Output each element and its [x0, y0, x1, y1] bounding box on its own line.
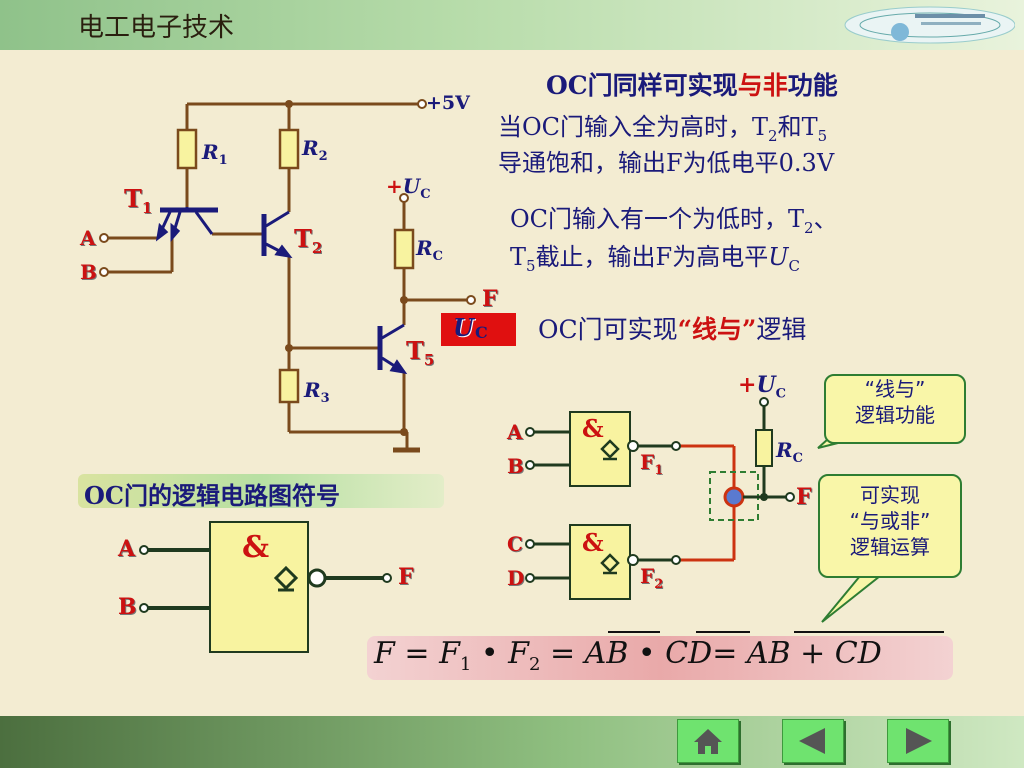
next-button[interactable] [887, 719, 949, 763]
paragraph-one-low-line1: OC门输入有一个为低时，T2、 [510, 205, 838, 237]
wired-label-a: A [507, 420, 523, 444]
wired-and-diagram [525, 397, 795, 600]
wired-label-f1: F1 [640, 450, 664, 478]
logo-icon [844, 6, 1015, 44]
callout-and-or-not: 可实现“与或非”逻辑运算 [818, 474, 962, 578]
label-input-a: A [80, 226, 96, 250]
wired-label-f: F [796, 484, 812, 510]
symbol-input-b: B [118, 594, 137, 620]
gate2-amp: & [582, 528, 604, 557]
home-icon [694, 729, 722, 754]
label-r1: R1 [202, 140, 228, 168]
wired-label-d: D [507, 566, 525, 590]
symbol-input-a: A [118, 536, 136, 562]
transistor-t1 [155, 207, 218, 243]
arrow-right-icon [906, 728, 932, 754]
previous-button[interactable] [782, 719, 844, 763]
heading-nand: OC门同样可实现与非功能 [546, 71, 838, 100]
label-5v: +5V [426, 92, 470, 114]
arrow-left-icon [799, 728, 825, 754]
callout-wired-and: “线与”逻辑功能 [824, 374, 966, 444]
gate1-amp: & [582, 414, 604, 443]
symbol-output-f: F [398, 564, 414, 590]
paragraph-all-high-line1: 当OC门输入全为高时，T2和T5 [498, 113, 828, 145]
transistor-t2 [261, 210, 293, 259]
label-input-b: B [80, 260, 97, 284]
footer-bar [0, 716, 1024, 768]
wired-label-f2: F2 [640, 564, 664, 592]
oc-gate-symbol [139, 521, 392, 653]
resistor-r3 [278, 368, 300, 404]
uc-badge: U C [441, 313, 516, 346]
label-rc: RC [416, 236, 443, 264]
formula-background [367, 636, 953, 680]
label-t2: T2 [294, 224, 323, 257]
resistor-r2 [278, 128, 300, 170]
resistor-rc [393, 228, 415, 270]
paragraph-all-high-line2: 导通饱和，输出F为低电平0.3V [498, 149, 835, 177]
formula: F = F1 • F2 = AB • CD= AB + CD [374, 636, 882, 675]
symbol-title: OC门的逻辑电路图符号 [84, 481, 341, 510]
label-r2: R2 [302, 136, 328, 164]
label-uc: +UC [386, 174, 431, 202]
wired-label-c: C [507, 532, 523, 556]
home-button[interactable] [677, 719, 739, 763]
label-r3: R3 [304, 378, 330, 406]
label-output-f: F [482, 286, 498, 312]
label-t5: T5 [406, 336, 435, 369]
label-t1: T1 [124, 184, 153, 217]
symbol-title-bar: OC门的逻辑电路图符号 [78, 474, 444, 510]
transistor-t5 [377, 323, 408, 375]
heading-wired-and: OC门可实现“线与”逻辑 [538, 315, 807, 344]
resistor-r1 [176, 128, 198, 170]
wired-label-rc: RC [776, 438, 803, 466]
wired-label-uc: +UC [738, 372, 786, 402]
wired-label-b: B [507, 454, 524, 478]
header-bar: 电工电子技术 [0, 0, 1024, 50]
symbol-amp: & [242, 530, 270, 565]
paragraph-one-low-line2: T5截止，输出F为高电平UC [510, 243, 800, 275]
page-title: 电工电子技术 [78, 13, 235, 43]
